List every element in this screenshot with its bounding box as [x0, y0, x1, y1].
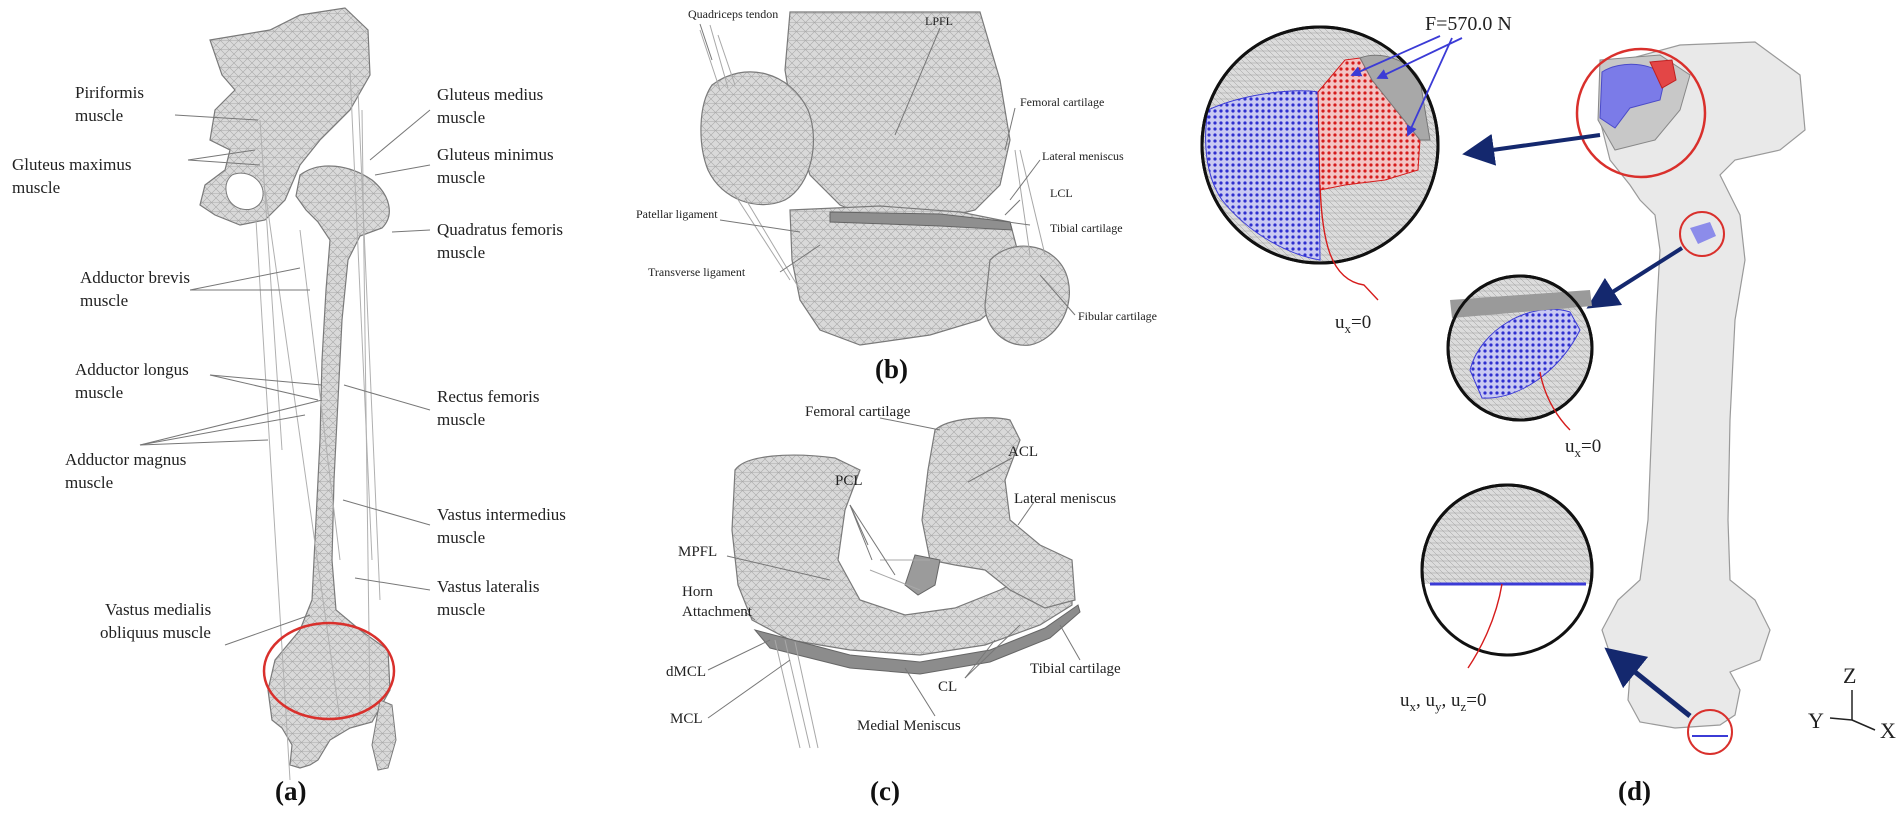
tibia-mesh: [789, 205, 1021, 346]
hip-bc-label: ux=0: [1335, 312, 1371, 336]
label-pcl: PCL: [835, 473, 863, 489]
force-label: F=570.0 N: [1425, 13, 1512, 35]
label-rectus-femoris: Rectus femoris muscle: [437, 387, 544, 429]
panel-c-leaders: [707, 417, 1081, 719]
medial-cartilage-mesh: [731, 454, 1073, 656]
patella-mesh: [700, 71, 814, 206]
fibula-head-mesh: [984, 245, 1070, 346]
label-piriformis: Piriformis muscle: [75, 83, 148, 125]
label-lcl: LCL: [1050, 186, 1073, 200]
panel-c: Femoral cartilage ACL PCL Lateral menisc…: [666, 404, 1121, 806]
ligament-lines-c: [774, 559, 930, 749]
label-patellar-ligament: Patellar ligament: [636, 207, 718, 221]
arrow-to-base-zoom: [1604, 647, 1692, 718]
hip-zoom-blue-region: [1205, 90, 1321, 261]
panel-a: Piriformis muscle Gluteus maximus muscle…: [12, 7, 570, 806]
label-lpfl: LPFL: [925, 14, 953, 28]
lateral-cartilage-mesh: [921, 417, 1076, 609]
tibial-cartilage-base: [753, 604, 1081, 675]
label-mpfl: MPFL: [678, 544, 717, 560]
panel-b: Quadriceps tendon LPFL Femoral cartilage…: [636, 7, 1157, 384]
knee-highlight-circle: [262, 621, 396, 721]
label-cl: CL: [938, 679, 957, 695]
femoral-neck-highlight-circle: [1679, 211, 1725, 257]
base-highlight-circle: [1687, 709, 1733, 755]
label-quadriceps-tendon: Quadriceps tendon: [688, 7, 778, 21]
femoral-condyle-mesh: [784, 11, 1011, 223]
label-horn-attachment: Horn Attachment: [682, 584, 753, 620]
label-fibular-cartilage: Fibular cartilage: [1078, 309, 1157, 323]
obturator-hole: [225, 172, 264, 210]
ligament-lines-b: [699, 24, 1046, 291]
label-dmcl: dMCL: [666, 664, 706, 680]
panel-a-leaders: [139, 109, 431, 646]
neck-blue-patch: [1690, 222, 1716, 244]
base-zoom-view: [1420, 483, 1596, 657]
label-lateral-meniscus-b: Lateral meniscus: [1042, 149, 1124, 163]
pelvis-mesh: [199, 7, 371, 226]
base-bc-leader: [1467, 583, 1503, 669]
label-adductor-brevis: Adductor brevis muscle: [80, 268, 194, 310]
axis-x-label: X: [1880, 718, 1896, 743]
label-quadratus-femoris: Quadratus femoris muscle: [437, 220, 567, 262]
hip-bc-leader: [1319, 184, 1379, 301]
label-adductor-longus: Adductor longus muscle: [75, 360, 193, 402]
notch-mesh: [904, 554, 941, 596]
label-lateral-meniscus-c: Lateral meniscus: [1014, 491, 1116, 507]
caption-a: (a): [275, 776, 306, 806]
axis-z-label: Z: [1843, 663, 1856, 688]
fibula-mesh: [371, 699, 397, 771]
caption-b: (b): [875, 354, 908, 384]
label-femoral-cartilage-b: Femoral cartilage: [1020, 95, 1104, 109]
caption-d: (d): [1618, 776, 1651, 806]
hip-zoom-view: [1200, 25, 1440, 265]
hip-highlight-circle: [1575, 47, 1707, 179]
label-gluteus-maximus: Gluteus maximus muscle: [12, 155, 136, 197]
label-tibial-cartilage-c: Tibial cartilage: [1030, 661, 1121, 677]
axis-y-label: Y: [1808, 708, 1824, 733]
label-vastus-lateralis: Vastus lateralis muscle: [437, 577, 544, 619]
hip-zoom-red-region: [1317, 57, 1421, 191]
force-arrows: [1350, 35, 1463, 137]
base-bc-label: ux, uy, uz=0: [1400, 690, 1487, 714]
label-transverse-ligament: Transverse ligament: [648, 265, 746, 279]
neck-zoom-view: [1446, 274, 1594, 422]
neck-zoom-dark-band: [1450, 290, 1592, 318]
neck-bc-leader: [1539, 371, 1571, 431]
caption-c: (c): [870, 776, 900, 806]
label-mcl: MCL: [670, 711, 703, 727]
label-acl: ACL: [1008, 444, 1038, 460]
axis-triad: [1829, 690, 1876, 731]
arrow-to-neck-zoom: [1586, 246, 1684, 309]
label-medial-meniscus: Medial Meniscus: [857, 718, 961, 734]
label-adductor-magnus: Adductor magnus muscle: [65, 450, 191, 492]
hip-red-patch: [1649, 59, 1677, 89]
label-vastus-intermedius: Vastus intermedius muscle: [437, 505, 570, 547]
label-gluteus-medius: Gluteus medius muscle: [437, 85, 548, 127]
arrow-to-hip-zoom: [1462, 133, 1601, 166]
label-gluteus-minimus: Gluteus minimus muscle: [437, 145, 558, 187]
meniscus-band: [829, 211, 1013, 231]
label-vastus-medialis-obliquus: Vastus medialis obliquus muscle: [100, 600, 216, 642]
neck-zoom-blue-region: [1469, 308, 1581, 399]
base-zoom-cut: [1420, 584, 1596, 656]
panel-b-leaders: [699, 23, 1076, 316]
muscle-lines: [255, 69, 381, 781]
label-femoral-cartilage-c: Femoral cartilage: [805, 404, 911, 420]
label-tibial-cartilage-b: Tibial cartilage: [1050, 221, 1123, 235]
neck-bc-label: ux=0: [1565, 436, 1601, 460]
panel-d: F=570.0 N ux=0 ux=0: [1200, 13, 1896, 806]
